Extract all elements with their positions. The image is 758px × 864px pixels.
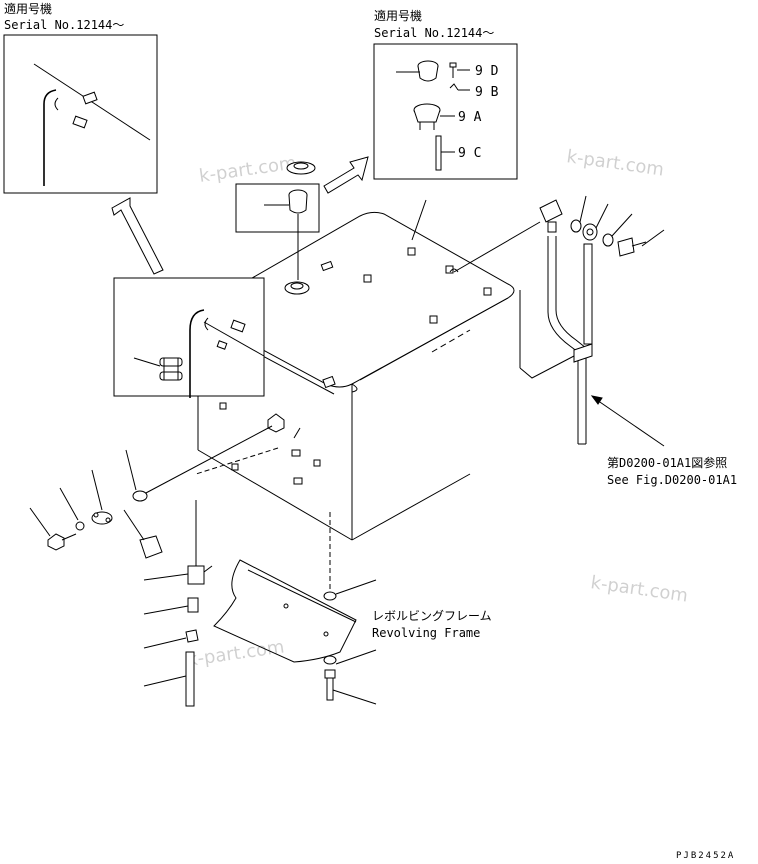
- callout-9C: 9 C: [458, 146, 481, 161]
- drawing-code: PJB2452A: [676, 851, 735, 861]
- frame-label-en: Revolving Frame: [372, 626, 480, 640]
- applicable-note-right: 適用号機 Serial No.12144～: [374, 8, 494, 40]
- serial-number-left: Serial No.12144～: [4, 18, 124, 32]
- applicable-note-left: 適用号機 Serial No.12144～: [4, 1, 124, 32]
- sight-gauge-parts: [29, 425, 273, 559]
- applicable-label-left: 適用号機: [4, 1, 52, 16]
- serial-number-right: Serial No.12144～: [374, 26, 494, 40]
- callout-9B: 9 B: [475, 85, 499, 100]
- filler-cap: [286, 161, 316, 175]
- hydraulic-tank: [195, 199, 521, 590]
- mount-bolt-parts: [323, 579, 377, 705]
- watermark-2: k-part.com: [565, 146, 665, 180]
- detail-box-bracket: [113, 277, 265, 398]
- watermark-3: k-part.com: [589, 572, 689, 606]
- watermark-1: k-part.com: [198, 153, 298, 187]
- revolving-frame: レボルビングフレーム Revolving Frame: [213, 559, 492, 663]
- watermark-4: k-part.com: [186, 637, 286, 671]
- detail-box-right: 9 D 9 B 9 A 9 C: [373, 43, 518, 180]
- detail-box-left: [3, 34, 158, 194]
- drain-parts: [143, 500, 213, 707]
- applicable-label-right: 適用号機: [374, 8, 422, 23]
- detail-arrow-right: [323, 156, 369, 194]
- detail-box-cap: [235, 183, 320, 280]
- callout-9A: 9 A: [458, 110, 482, 125]
- callout-9D: 9 D: [475, 64, 499, 79]
- frame-label-jp: レボルビングフレーム: [372, 609, 492, 623]
- detail-arrow-left: [111, 197, 164, 275]
- reference-label-jp: 第D0200-01A1図参照: [607, 455, 727, 470]
- reference-label-en: See Fig.D0200-01A1: [607, 473, 737, 487]
- return-piping: [453, 195, 665, 447]
